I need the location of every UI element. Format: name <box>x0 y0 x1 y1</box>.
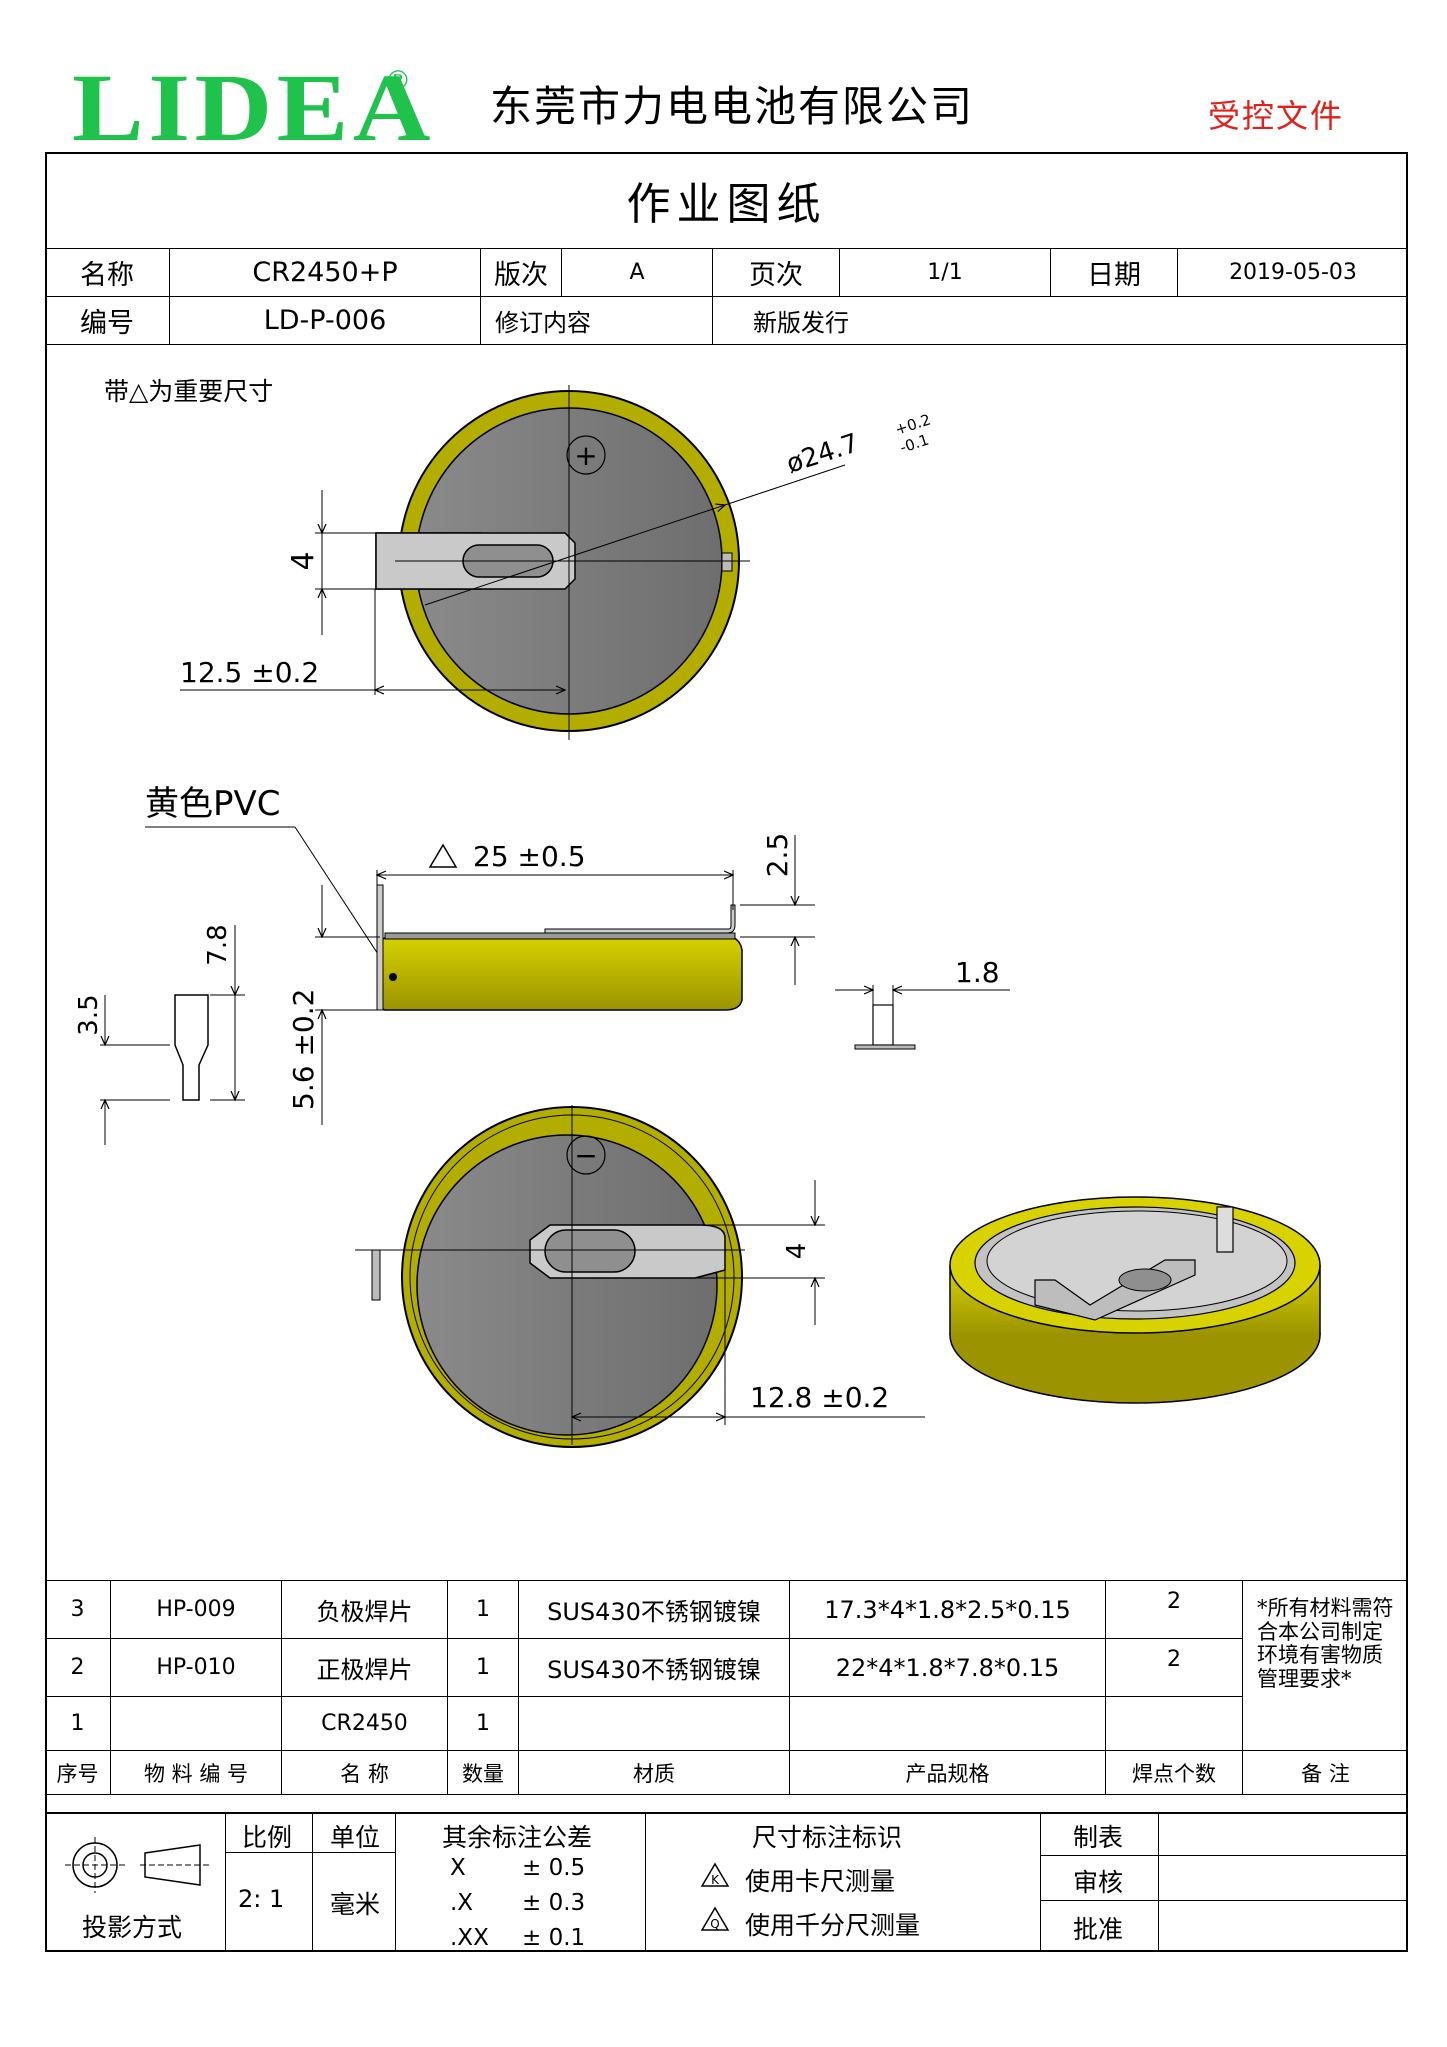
bom-row: 2 HP-010 正极焊片 1 SUS430不锈钢镀镍 22*4*1.8*7.8… <box>45 1638 1408 1697</box>
scale-value: 2: 1 <box>238 1885 285 1913</box>
technical-drawing: + ø24.7 +0.2 -0.1 4 12.5 ±0.2 黄色PVC <box>74 385 1321 1448</box>
svg-text:K: K <box>711 1873 720 1887</box>
date-label: 日期 <box>1050 247 1178 297</box>
reviewed-by-label: 审核 <box>1073 1868 1124 1897</box>
positive-symbol: + <box>574 439 597 472</box>
unit-value: 毫米 <box>330 1890 381 1919</box>
total-height-dim: 5.6 ±0.2 <box>287 989 320 1110</box>
projection-label: 投影方式 <box>82 1913 183 1942</box>
controlled-document-stamp: 受控文件 <box>1208 97 1345 135</box>
company-logo: LIDEA <box>72 54 435 161</box>
approved-by-label: 批准 <box>1073 1915 1124 1944</box>
pvc-label: 黄色PVC <box>145 784 281 824</box>
bom-row: 1 CR2450 1 <box>45 1696 1408 1751</box>
scale-label: 比例 <box>242 1823 293 1852</box>
pin-neck-dim: 3.5 <box>74 994 104 1035</box>
material-compliance-note: *所有材料需符合本公司制定环境有害物质管理要求* <box>1242 1580 1408 1751</box>
bottom-view: − 4 12.8 ±0.2 <box>355 1105 925 1448</box>
projection-symbol-icon <box>65 1837 210 1893</box>
side-view: 黄色PVC 25 ±0.5 2.5 5.6 ±0.2 3.5 7.8 <box>74 784 1010 1145</box>
page-title: 作业图纸 <box>45 152 1408 249</box>
bom-header-row: 序号 物 料 编 号 名 称 数量 材质 产品规格 焊点个数 备 注 <box>45 1750 1408 1795</box>
page-label: 页次 <box>712 247 840 297</box>
bom-row: 3 HP-009 负极焊片 1 SUS430不锈钢镀镍 17.3*4*1.8*2… <box>45 1580 1408 1751</box>
micrometer-mark-icon: Q <box>700 1906 730 1931</box>
revision-label: 修订内容 <box>480 295 713 345</box>
bom-table: 3 HP-009 负极焊片 1 SUS430不锈钢镀镍 17.3*4*1.8*2… <box>45 1580 1408 1795</box>
top-view: + ø24.7 +0.2 -0.1 4 12.5 ±0.2 <box>180 385 933 740</box>
overall-width-dim: 25 ±0.5 <box>473 840 586 873</box>
dimension-mark-label: 尺寸标注标识 <box>752 1823 903 1852</box>
pin-height-dim: 7.8 <box>203 924 233 965</box>
version-value: A <box>561 247 713 297</box>
revision-value: 新版发行 <box>712 295 1408 345</box>
unit-label: 单位 <box>330 1823 381 1852</box>
title-info-table: 作业图纸 名称 CR2450+P 版次 A 页次 1/1 日期 2019-05-… <box>45 152 1408 345</box>
negative-symbol: − <box>574 1139 597 1172</box>
made-by-label: 制表 <box>1073 1823 1124 1852</box>
code-label: 编号 <box>45 295 170 345</box>
code-value: LD-P-006 <box>169 295 481 345</box>
tolerance-label: 其余标注公差 <box>442 1823 593 1852</box>
caliper-text: 使用卡尺测量 <box>745 1867 896 1896</box>
bottom-tab-width-dim: 4 <box>782 1243 812 1260</box>
name-label: 名称 <box>45 247 170 297</box>
registered-mark: ® <box>385 66 411 96</box>
bottom-offset-dim: 12.8 ±0.2 <box>750 1381 889 1414</box>
date-value: 2019-05-03 <box>1177 247 1408 297</box>
caliper-mark-icon: K <box>700 1862 730 1887</box>
important-dimension-note: 带△为重要尺寸 <box>104 377 274 406</box>
tab-thickness-dim: 1.8 <box>955 956 1000 989</box>
company-name: 东莞市力电电池有限公司 <box>490 82 975 131</box>
isometric-view <box>949 1196 1321 1404</box>
name-value: CR2450+P <box>169 247 481 297</box>
page-value: 1/1 <box>839 247 1051 297</box>
tab-height-dim: 2.5 <box>761 833 794 878</box>
footer-block <box>45 1812 1408 1954</box>
micrometer-text: 使用千分尺测量 <box>745 1911 921 1940</box>
tolerance-table: X± 0.5 .X± 0.3 .XX± 0.1 <box>450 1855 586 1951</box>
top-tab-width-dim: 4 <box>286 551 321 570</box>
top-offset-dim: 12.5 ±0.2 <box>180 656 319 689</box>
svg-text:Q: Q <box>710 1917 719 1931</box>
version-label: 版次 <box>480 247 562 297</box>
